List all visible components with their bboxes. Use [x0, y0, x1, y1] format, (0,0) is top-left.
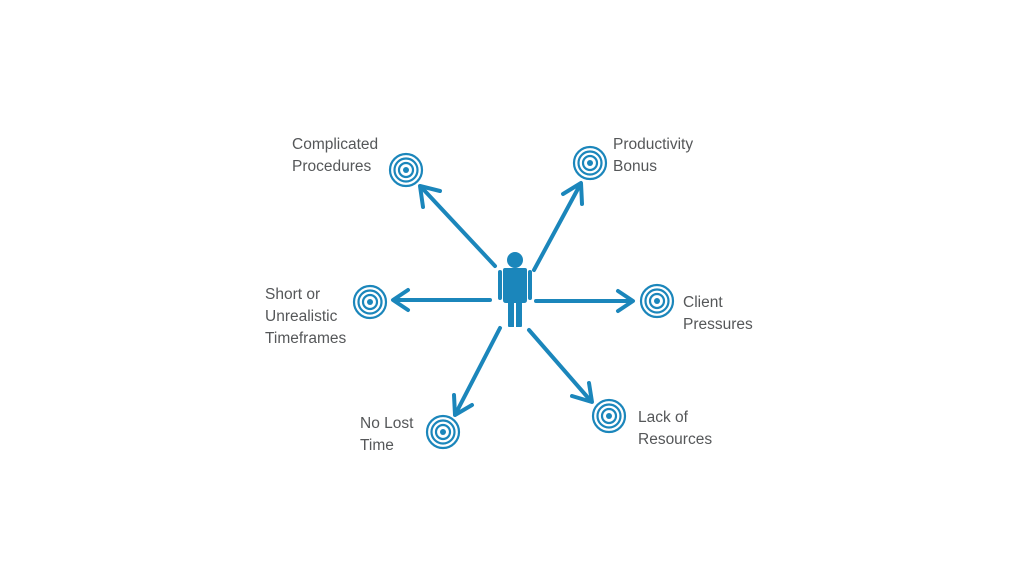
label-line: Time — [360, 437, 394, 454]
target-icon-lack-of-resources — [591, 398, 627, 434]
label-lack-of-resources: Lack of Resources — [638, 407, 712, 451]
target-icon-client-pressures — [639, 283, 675, 319]
arrow-productivity-bonus — [532, 181, 584, 272]
label-line: Unrealistic — [265, 308, 338, 325]
arrow-short-timeframes — [391, 288, 492, 312]
label-no-lost-time: No Lost Time — [360, 413, 413, 457]
label-productivity-bonus: Productivity Bonus — [613, 134, 693, 178]
label-line: Resources — [638, 431, 713, 448]
arrow-no-lost-time — [452, 326, 502, 417]
label-line: Timeframes — [265, 330, 347, 347]
label-short-timeframes: Short or Unrealistic Timeframes — [265, 284, 346, 350]
label-line: Client — [683, 294, 723, 311]
label-line: Short or — [265, 286, 321, 303]
label-line: Bonus — [613, 158, 657, 175]
arrow-lack-of-resources — [527, 328, 594, 404]
label-line: Pressures — [683, 316, 753, 333]
label-client-pressures: Client Pressures — [683, 292, 753, 336]
label-line: Lack of — [638, 409, 688, 426]
label-line: No Lost — [360, 415, 414, 432]
target-icon-productivity-bonus — [572, 145, 608, 181]
arrow-complicated-procedures — [418, 184, 497, 268]
label-line: Complicated — [292, 136, 379, 153]
target-icon-complicated-procedures — [388, 152, 424, 188]
target-icon-no-lost-time — [425, 414, 461, 450]
label-line: Productivity — [613, 136, 694, 153]
label-complicated-procedures: Complicated Procedures — [292, 134, 378, 178]
person-icon — [498, 252, 532, 327]
arrow-client-pressures — [534, 289, 635, 313]
label-line: Procedures — [292, 158, 372, 175]
target-icon-short-timeframes — [352, 284, 388, 320]
